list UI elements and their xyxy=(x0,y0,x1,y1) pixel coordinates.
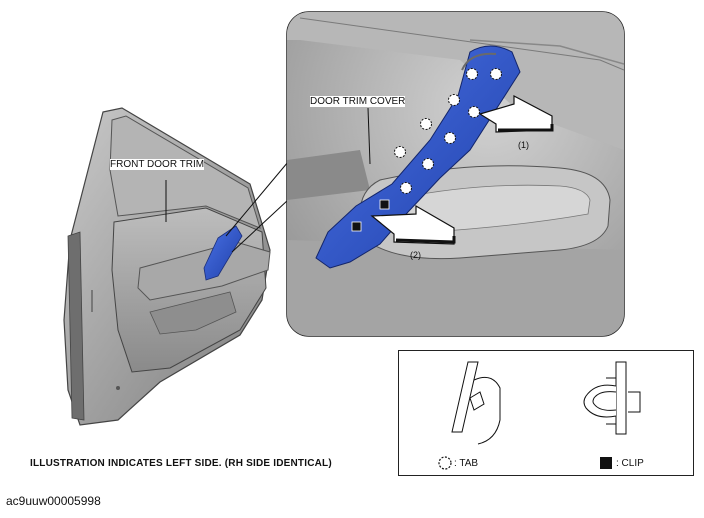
clip-legend-label: : CLIP xyxy=(616,458,644,469)
tab-illustration xyxy=(451,361,501,445)
door-overview xyxy=(63,107,271,426)
clip-illustration xyxy=(583,361,641,435)
zoom-leader-bottom xyxy=(231,199,289,253)
clip-legend-symbol xyxy=(600,457,612,469)
legend-box xyxy=(398,350,694,476)
illustration-note: ILLUSTRATION INDICATES LEFT SIDE. (RH SI… xyxy=(30,458,332,469)
door-trim-cover-label: DOOR TRIM COVER xyxy=(310,96,406,107)
clip-marker xyxy=(351,221,362,232)
step-1-label: (1) xyxy=(518,140,529,150)
detail-view xyxy=(286,11,625,337)
tab-markers xyxy=(394,68,502,194)
zoom-leader-top xyxy=(225,161,289,237)
clip-marker xyxy=(379,199,390,210)
step-2-label: (2) xyxy=(410,250,421,260)
tab-legend-symbol xyxy=(438,456,452,470)
removal-arrow-1 xyxy=(478,95,553,133)
front-door-trim-label: FRONT DOOR TRIM xyxy=(110,159,205,170)
figure-id: ac9uuw00005998 xyxy=(6,494,101,508)
tab-legend-label: : TAB xyxy=(454,458,479,469)
